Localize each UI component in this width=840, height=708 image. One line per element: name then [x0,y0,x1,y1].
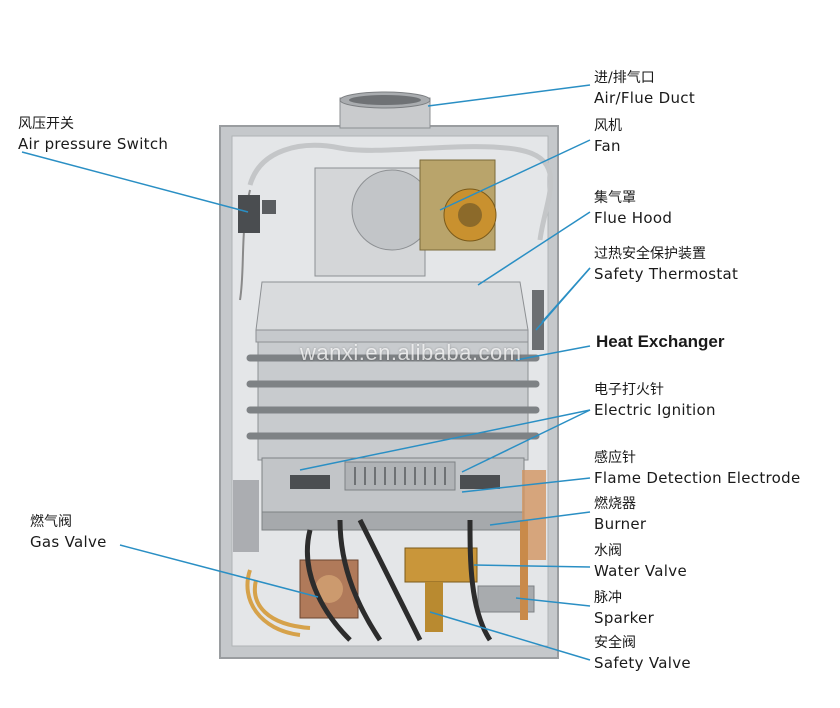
label-zh: 燃气阀 [30,514,72,530]
label-en: Flue Hood [594,209,673,227]
label-zh: 燃烧器 [594,496,636,512]
label-heat-exchanger: Heat Exchanger [596,332,725,352]
label-air-pressure-switch: 风压开关 Air pressure Switch [18,114,168,154]
label-zh: 安全阀 [594,635,636,651]
label-en: Heat Exchanger [596,332,725,351]
label-en: Air/Flue Duct [594,89,696,107]
label-en: Gas Valve [30,533,107,551]
label-zh: 电子打火针 [594,382,664,398]
burner [261,457,525,531]
fan-housing [314,159,497,277]
label-safety-thermostat: 过热安全保护装置 Safety Thermostat [594,244,738,284]
label-air-flue-duct: 进/排气口 Air/Flue Duct [594,68,695,108]
label-zh: 风压开关 [18,116,74,132]
label-gas-valve: 燃气阀 Gas Valve [30,512,107,552]
label-sparker: 脉冲 Sparker [594,588,654,628]
label-electric-ignition: 电子打火针 Electric Ignition [594,380,716,420]
label-zh: 风机 [594,118,622,134]
label-flame-detection: 感应针 Flame Detection Electrode [594,448,801,488]
label-en: Fan [594,137,621,155]
label-en: Water Valve [594,562,687,580]
label-zh: 集气罩 [594,190,636,206]
label-zh: 感应针 [594,450,636,466]
label-zh: 进/排气口 [594,70,655,86]
label-en: Safety Valve [594,654,691,672]
label-zh: 水阀 [594,543,622,559]
label-burner: 燃烧器 Burner [594,494,646,534]
label-en: Burner [594,515,647,533]
flue-hood [255,281,529,343]
water-valve [404,547,478,632]
label-zh: 脉冲 [594,590,622,606]
heat-exchanger [246,290,544,461]
label-en: Sparker [594,609,655,627]
label-en: Electric Ignition [594,401,716,419]
watermark-text: wanxi.en.alibaba.com [300,340,522,365]
label-en: Safety Thermostat [594,265,739,283]
air-flue-duct [339,91,431,129]
label-safety-valve: 安全阀 Safety Valve [594,633,691,673]
label-flue-hood: 集气罩 Flue Hood [594,188,672,228]
label-en: Air pressure Switch [18,135,169,153]
label-zh: 过热安全保护装置 [594,246,706,262]
label-water-valve: 水阀 Water Valve [594,541,687,581]
label-fan: 风机 Fan [594,116,622,156]
leader-lines [21,84,591,661]
air-pressure-switch [238,195,276,233]
label-en: Flame Detection Electrode [594,469,801,487]
